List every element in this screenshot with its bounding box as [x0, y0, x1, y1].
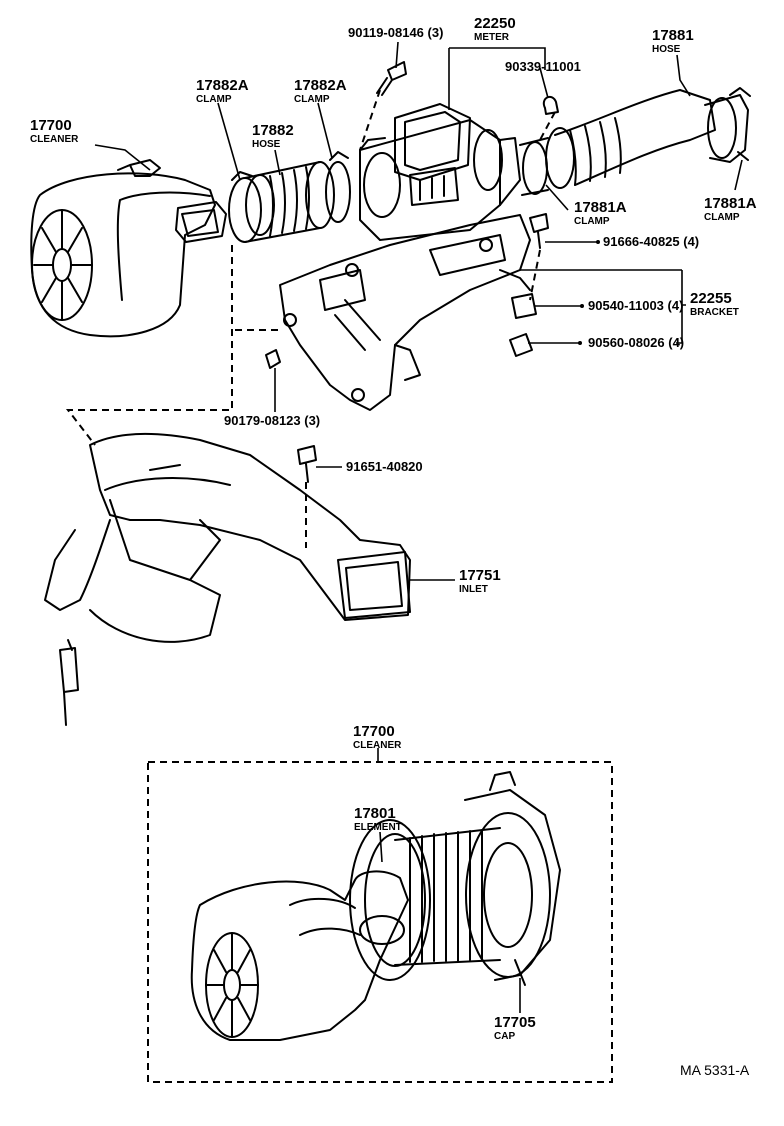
part-number: 17700 — [30, 117, 72, 134]
callout-17751: 17751 INLET — [459, 568, 501, 595]
fasteners — [265, 61, 559, 483]
air-flow-meter — [359, 103, 521, 241]
callout-17882: 17882 HOSE — [252, 123, 294, 150]
air-cleaner-top — [30, 159, 227, 338]
hose-17881 — [519, 87, 751, 196]
callout-17882a-left: 17882A CLAMP — [196, 78, 249, 105]
callout-90560-08026: 90560-08026 (4) — [588, 335, 685, 350]
part-number: 17881 — [652, 27, 694, 44]
callout-17881a-mid: 17881A CLAMP — [574, 200, 627, 227]
part-name: CLAMP — [294, 94, 330, 105]
callout-17882a-right: 17882A CLAMP — [294, 78, 347, 105]
air-cleaner-bottom — [190, 771, 561, 1041]
part-number: 17751 — [459, 567, 501, 584]
callout-90119-08146: 90119-08146 (3) — [348, 25, 444, 40]
part-number: 17882A — [294, 77, 347, 94]
part-name: CAP — [494, 1031, 516, 1042]
part-name: CLAMP — [704, 212, 740, 223]
part-name: HOSE — [252, 139, 281, 150]
part-name: CLAMP — [196, 94, 232, 105]
part-name: ELEMENT — [354, 822, 402, 833]
inlet-17751 — [44, 432, 411, 726]
callout-90339-11001: 90339-11001 — [505, 59, 581, 74]
callout-17881: 17881 HOSE — [652, 28, 694, 55]
part-name: METER — [474, 32, 509, 43]
callout-22255: 22255 BRACKET — [690, 291, 739, 318]
callout-91651-40820: 91651-40820 — [346, 459, 423, 474]
part-name: CLEANER — [30, 134, 79, 145]
part-number: 17881A — [574, 199, 627, 216]
part-number: 17882A — [196, 77, 249, 94]
callout-17700-top: 17700 CLEANER — [30, 118, 78, 145]
hose-17882 — [228, 151, 351, 243]
callout-22250: 22250 METER — [474, 16, 516, 43]
callout-17801: 17801 ELEMENT — [354, 806, 402, 833]
dashed-guides — [65, 89, 613, 1083]
part-number: 17881A — [704, 195, 757, 212]
figure-code: MA 5331-A — [680, 1062, 750, 1078]
part-name: HOSE — [652, 44, 681, 55]
part-name: BRACKET — [690, 307, 739, 318]
part-number: 17700 — [353, 723, 395, 740]
leader-lines — [94, 41, 743, 1013]
bracket-22255 — [279, 214, 531, 411]
part-number: 22250 — [474, 15, 516, 32]
part-number: 17882 — [252, 122, 294, 139]
callout-91666-40825: 91666-40825 (4) — [603, 234, 700, 249]
callout-90540-11003: 90540-11003 (4) — [588, 298, 684, 313]
callout-90179-08123: 90179-08123 (3) — [224, 413, 321, 428]
part-name: CLAMP — [574, 216, 610, 227]
marker-dots — [578, 240, 600, 345]
part-name: CLEANER — [353, 740, 402, 751]
part-number: 17705 — [494, 1014, 536, 1031]
callout-17881a-right: 17881A CLAMP — [704, 196, 757, 223]
callout-17705: 17705 CAP — [494, 1015, 536, 1042]
callout-17700-bottom: 17700 CLEANER — [353, 724, 401, 751]
part-name: INLET — [459, 584, 488, 595]
part-number: 17801 — [354, 805, 396, 822]
part-number: 22255 — [690, 290, 732, 307]
